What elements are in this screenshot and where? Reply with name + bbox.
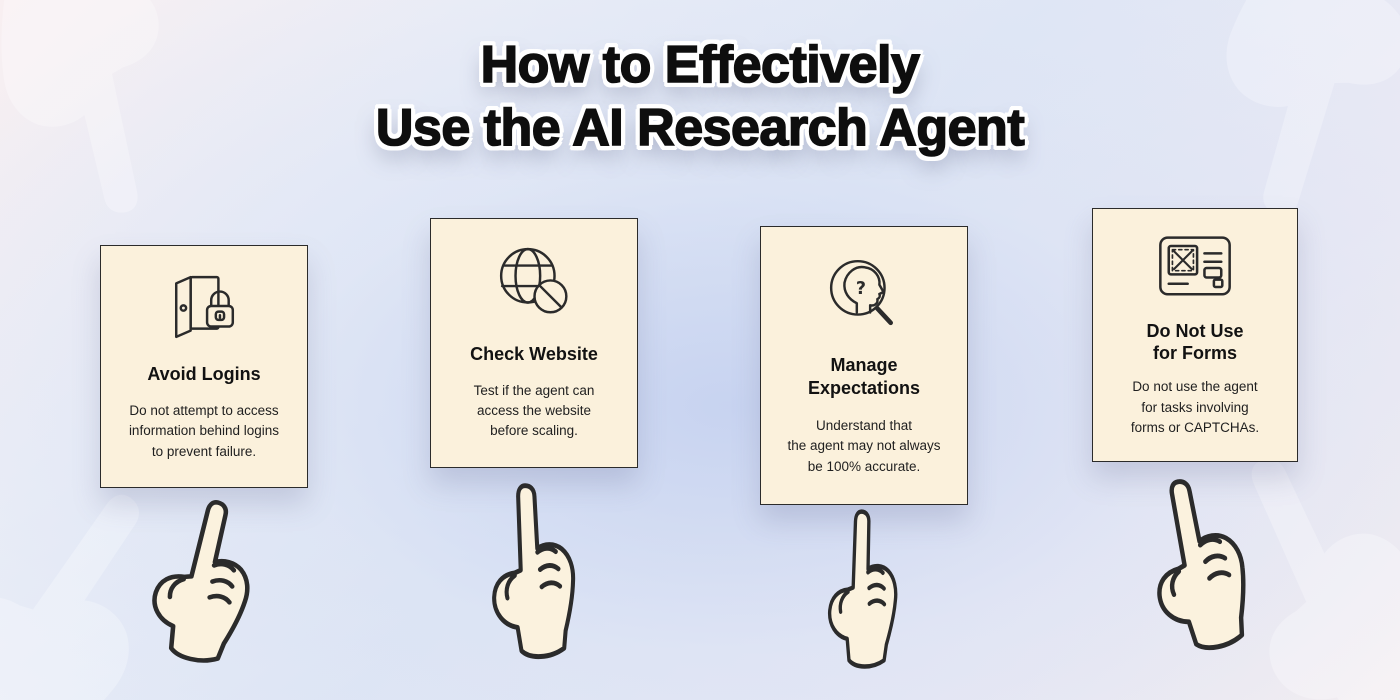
card-title: Avoid Logins [147, 364, 261, 385]
card-title: Check Website [470, 343, 598, 364]
svg-text:?: ? [856, 279, 866, 299]
door-lock-icon [162, 271, 246, 348]
card-body: Do not attempt to access information beh… [128, 403, 280, 459]
card-do-not-use-for-forms: Do Not Use for Forms Do not use the agen… [1092, 208, 1298, 462]
card-body: Understand that the agent may not always… [787, 418, 941, 474]
card-check-website: Check Website Test if the agent can acce… [430, 218, 638, 468]
card-title: Do Not Use for Forms [1146, 320, 1244, 364]
card-title: Manage Expectations [807, 355, 921, 398]
card-body: Test if the agent can access the website… [473, 382, 595, 439]
card-avoid-logins: Avoid Logins Do not attempt to access in… [100, 245, 308, 488]
pointing-hand-illustration-3 [815, 503, 913, 674]
title-line-2: Use the AI Research Agent [375, 99, 1025, 159]
form-captcha-icon [1153, 232, 1237, 307]
page-title: How to Effectively Use the AI Research A… [0, 34, 1400, 161]
magnifier-question-head-icon: ? [822, 254, 906, 337]
title-line-1: How to Effectively [480, 35, 921, 95]
pointing-hand-illustration-2 [475, 476, 593, 666]
card-manage-expectations: ? Manage Expectations Understand that th… [760, 226, 968, 505]
card-body: Do not use the agent for tasks involving… [1130, 379, 1260, 435]
globe-blocked-icon [492, 244, 576, 327]
